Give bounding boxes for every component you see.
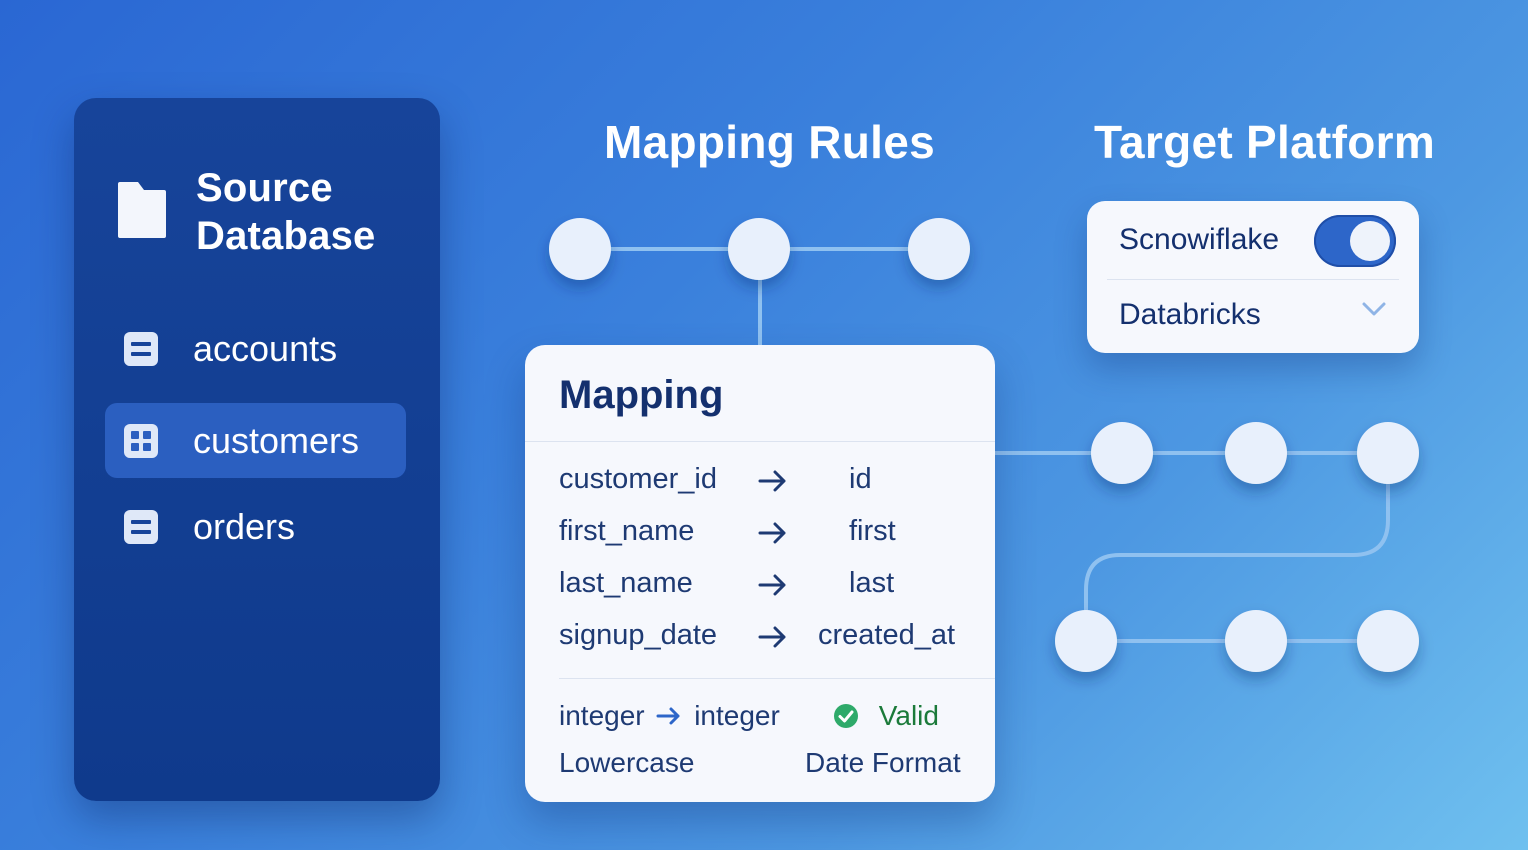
mapping-card: Mapping customer_id id first_name first … [525, 345, 995, 802]
source-field: customer_id [559, 463, 717, 495]
source-field: signup_date [559, 619, 718, 651]
table-item-label: customers [193, 419, 360, 461]
status-badge: Valid [878, 700, 939, 731]
check-circle-icon [834, 704, 858, 728]
source-field: last_name [559, 567, 693, 599]
target-platform-heading: Target Platform [1094, 116, 1436, 168]
arrow-right-icon [758, 626, 786, 648]
target-route-line [1084, 451, 1390, 643]
table-item-accounts[interactable]: accounts [105, 311, 406, 386]
target-field: first [849, 515, 896, 547]
mapping-row[interactable]: first_name first [559, 515, 969, 555]
table-grid-icon [122, 422, 160, 460]
target-field: last [849, 567, 895, 599]
arrow-right-icon [758, 522, 786, 544]
arrow-right-icon [758, 470, 786, 492]
rule-lowercase[interactable]: Lowercase [559, 747, 695, 778]
flow-node[interactable] [1357, 422, 1419, 484]
table-item-customers[interactable]: customers [105, 403, 406, 478]
source-header: Source Database [116, 164, 416, 260]
table-list-icon [122, 330, 160, 368]
arrow-right-icon [758, 574, 786, 596]
mapping-row[interactable]: customer_id id [559, 463, 969, 503]
table-item-orders[interactable]: orders [105, 489, 406, 564]
validation-status: Valid [833, 700, 939, 732]
toggle-knob [1350, 221, 1390, 261]
table-item-label: accounts [193, 327, 338, 369]
folder-icon [118, 182, 166, 238]
rule-node[interactable] [908, 218, 970, 280]
arrow-right-icon [656, 707, 680, 725]
flow-node[interactable] [1225, 610, 1287, 672]
flow-node[interactable] [1055, 610, 1117, 672]
divider [1107, 279, 1399, 280]
rule-node[interactable] [549, 218, 611, 280]
target-field: id [849, 463, 872, 495]
source-title: Source Database [196, 166, 376, 258]
source-field: first_name [559, 515, 695, 547]
target-platform-card: Scnowiflake Databricks [1087, 201, 1419, 353]
divider [525, 441, 995, 442]
platform-option-label: Databricks [1119, 298, 1261, 331]
flow-node[interactable] [1357, 610, 1419, 672]
source-database-panel: Source Database accounts customers order… [74, 98, 440, 801]
divider [559, 678, 995, 679]
type-conversion: integer integer [559, 700, 780, 732]
platform-option-label: Scnowiflake [1119, 223, 1280, 256]
target-field: created_at [818, 619, 956, 651]
table-item-label: orders [193, 505, 296, 547]
flow-node[interactable] [1091, 422, 1153, 484]
chevron-down-icon[interactable] [1361, 299, 1387, 319]
mapping-rules-heading: Mapping Rules [604, 116, 936, 168]
type-from: integer [559, 700, 645, 731]
mapping-row[interactable]: signup_date created_at [559, 619, 969, 659]
flow-node[interactable] [1225, 422, 1287, 484]
mapping-title: Mapping [559, 373, 724, 417]
rule-date-format[interactable]: Date Format [805, 747, 961, 778]
mapping-row[interactable]: last_name last [559, 567, 969, 607]
table-list-icon [122, 508, 160, 546]
rule-node[interactable] [728, 218, 790, 280]
platform-toggle[interactable] [1314, 215, 1396, 267]
type-to: integer [694, 700, 780, 731]
